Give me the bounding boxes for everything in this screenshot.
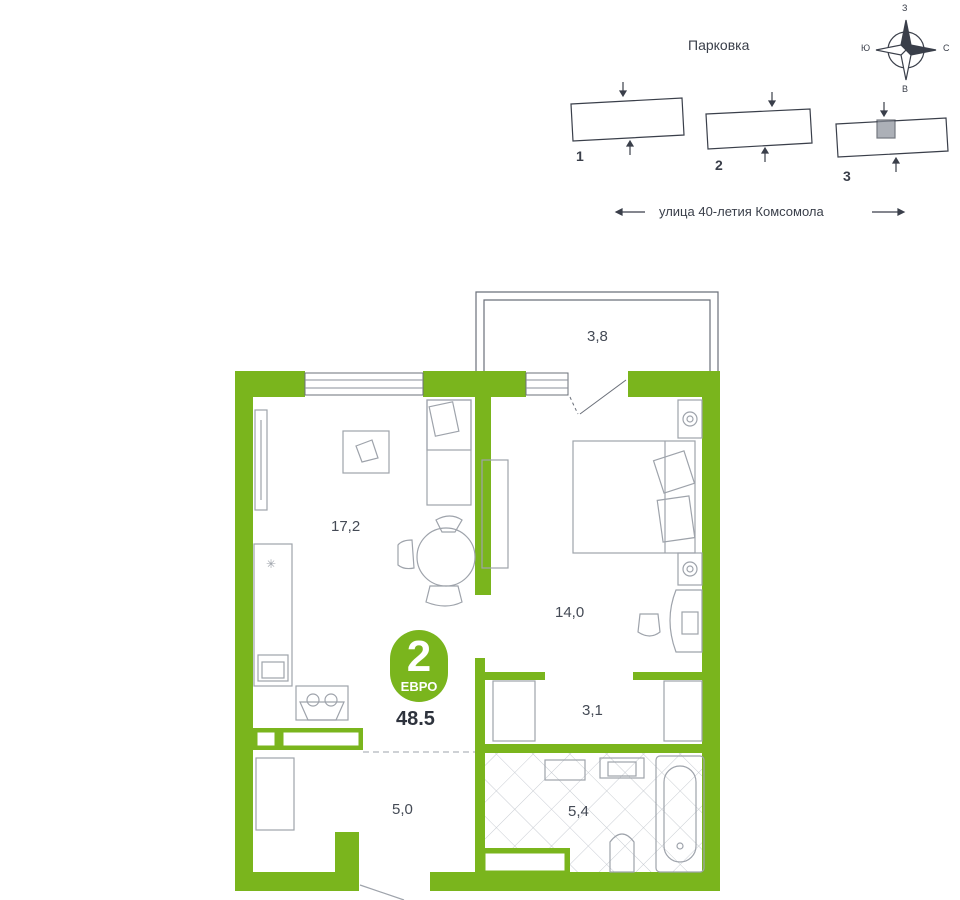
chair	[425, 585, 463, 607]
compass-south-label: В	[902, 84, 909, 94]
selected-section-marker	[876, 119, 896, 139]
storage-niche	[282, 731, 360, 747]
apartment-type-label: ЕВРО	[400, 679, 438, 694]
nightstand	[677, 552, 703, 586]
compass-east-label: С	[943, 43, 950, 53]
sofa	[426, 399, 472, 506]
window	[304, 372, 424, 396]
balcony-outline	[475, 291, 719, 372]
compass-west-label: Ю	[861, 43, 871, 53]
wardrobe-area: 3,1	[582, 702, 603, 719]
kitchen-sink	[257, 654, 289, 682]
balcony-door	[569, 379, 627, 415]
building-3-outline	[835, 117, 949, 158]
building-3-number: 3	[843, 168, 851, 184]
bedroom-area: 14,0	[555, 604, 585, 621]
chair	[637, 613, 661, 637]
balcony-area: 3,8	[587, 328, 608, 345]
hall-closet	[255, 757, 295, 831]
shelf-unit	[663, 680, 703, 742]
storage-niche	[256, 731, 276, 747]
building-2-number: 2	[715, 157, 723, 173]
building-2-outline	[705, 108, 813, 150]
washing-machine	[544, 759, 586, 781]
chair	[397, 539, 415, 570]
bed	[572, 440, 696, 554]
shelf-unit	[492, 680, 536, 742]
compass-north-label: З	[902, 3, 908, 13]
building-1-outline	[570, 97, 685, 142]
street-label: улица 40-летия Комсомола	[659, 204, 824, 219]
toilet	[609, 833, 635, 873]
window	[525, 372, 569, 396]
dining-table	[416, 527, 476, 587]
svg-text:✳: ✳	[266, 557, 276, 571]
entrance-door	[359, 884, 405, 900]
bathroom-area: 5,4	[568, 803, 589, 820]
coffee-table	[342, 430, 390, 474]
kitchen-counter	[253, 543, 293, 687]
total-area: 48.5	[396, 708, 435, 730]
desk	[669, 589, 703, 653]
bathroom-sink	[599, 757, 645, 779]
hallway-area: 5,0	[392, 801, 413, 818]
wardrobe	[481, 459, 509, 569]
parking-label: Парковка	[688, 37, 750, 53]
nightstand	[677, 399, 703, 439]
living-kitchen-area: 17,2	[331, 518, 361, 535]
shelf	[484, 852, 566, 872]
chair	[435, 515, 463, 533]
apartment-type-badge: 2 ЕВРО	[390, 630, 448, 702]
tv-unit	[254, 409, 268, 511]
bathtub	[655, 755, 705, 873]
building-1-number: 1	[576, 148, 584, 164]
rooms-count: 2	[406, 632, 432, 681]
stove	[295, 685, 349, 721]
compass-rose-icon	[875, 19, 937, 81]
